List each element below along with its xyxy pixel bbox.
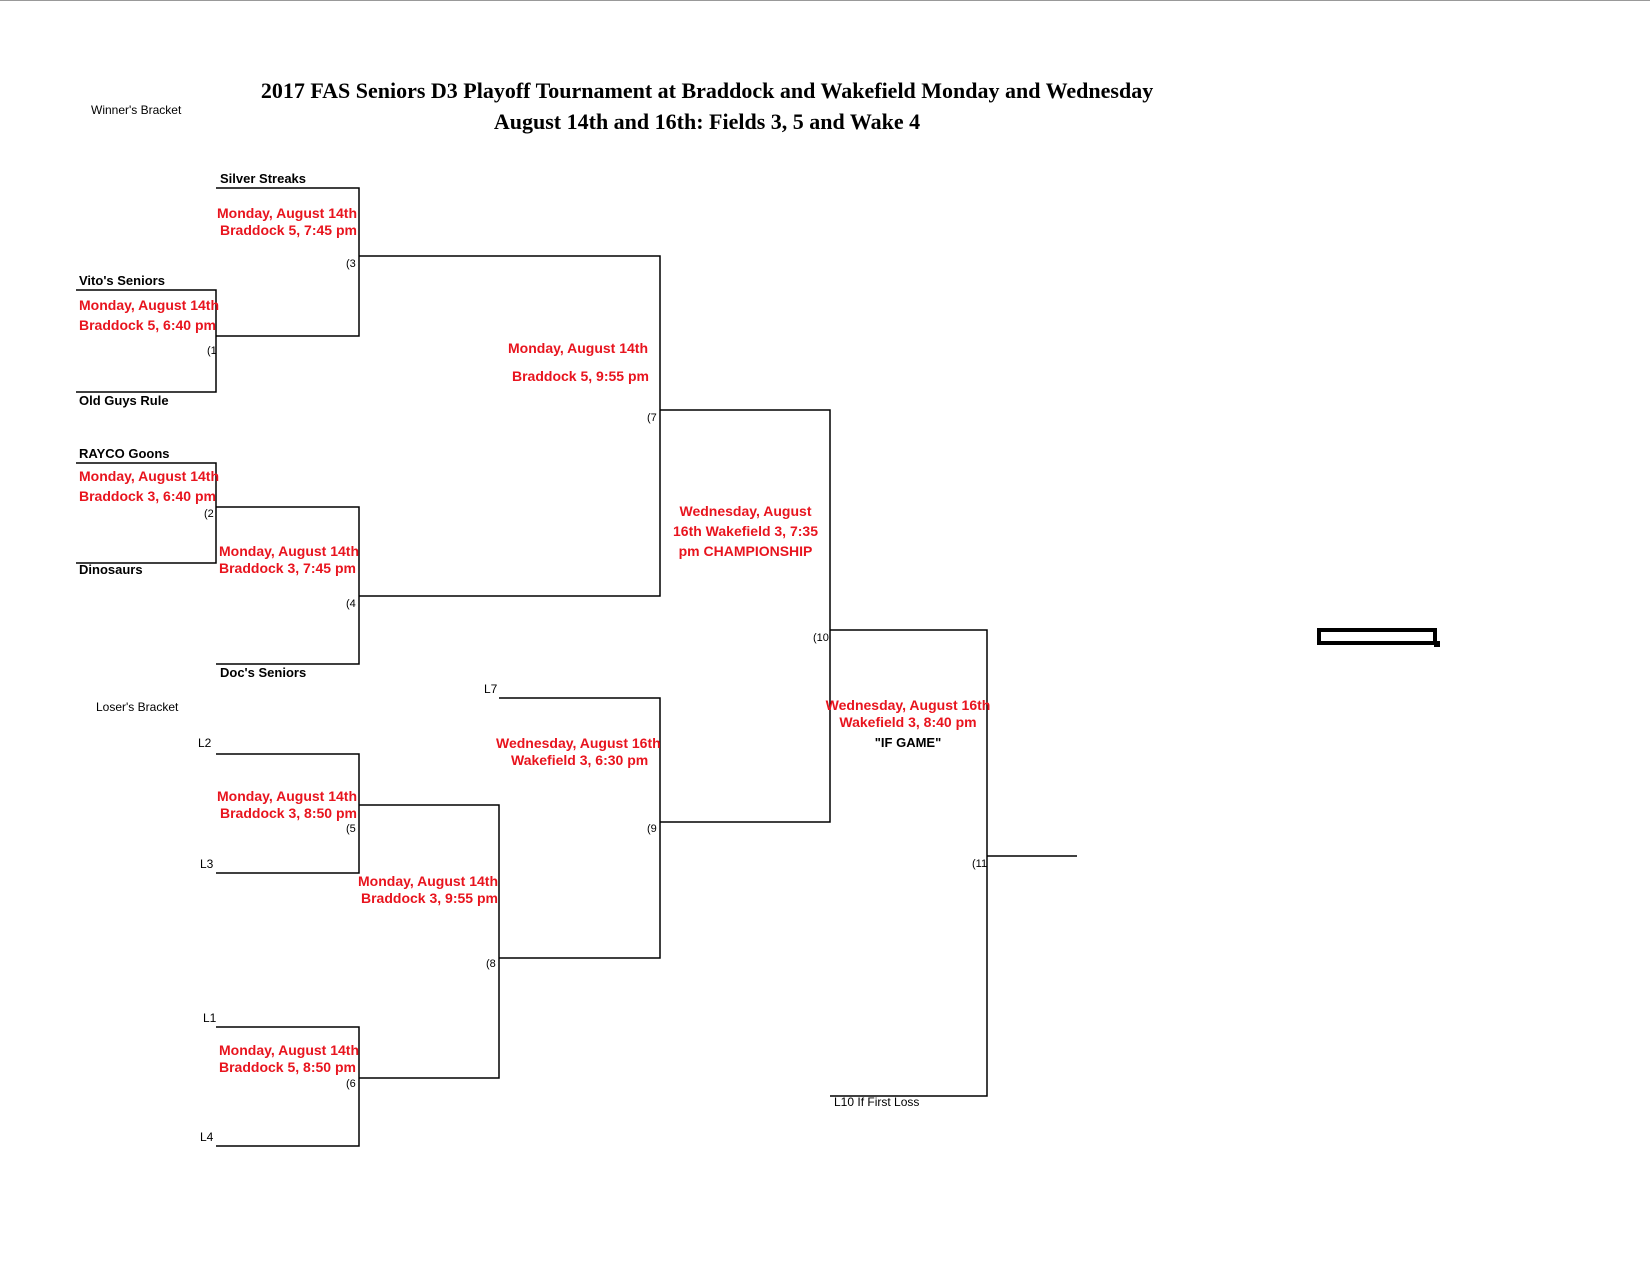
game-7-field: Braddock 5, 9:55 pm [512,368,649,384]
game-1-bracket [76,289,217,393]
game-4-number: (4 [346,598,356,610]
team-silver-streaks: Silver Streaks [220,171,307,186]
game-9-number: (9 [647,823,657,835]
game-9-field: Wakefield 3, 6:30 pm [511,752,649,768]
game-8-day: Monday, August 14th [358,873,498,889]
game-2-day: Monday, August 14th [79,468,219,484]
game-7-bracket [359,255,661,597]
game-6-number: (6 [346,1078,356,1090]
game-3-number: (3 [346,258,356,270]
game-10-line-2: 16th Wakefield 3, 7:35 [673,523,818,539]
selection-handle[interactable] [1434,641,1440,647]
team-dinosaurs: Dinosaurs [79,562,143,577]
game-2-field: Braddock 3, 6:40 pm [79,488,216,504]
game-6-day: Monday, August 14th [219,1042,359,1058]
slot-l2: L2 [198,736,212,750]
game-9-bracket [499,697,661,959]
game-5-field: Braddock 3, 8:50 pm [220,805,357,821]
slot-l7: L7 [484,682,498,696]
game-8-field: Braddock 3, 9:55 pm [361,890,498,906]
slot-l4: L4 [200,1130,214,1144]
game-6-bracket [216,1026,360,1147]
slot-l10: L10 If First Loss [834,1095,920,1109]
slot-l3: L3 [200,857,214,871]
game-4-day: Monday, August 14th [219,543,359,559]
game-3-day: Monday, August 14th [217,205,357,221]
game-10-line-1: Wednesday, August [679,503,812,519]
game-5-number: (5 [346,823,356,835]
game-4-bracket [216,506,360,665]
slot-l1: L1 [203,1011,217,1025]
game-11-number: (11 [972,858,988,870]
game-3-field: Braddock 5, 7:45 pm [220,222,357,238]
game-4-field: Braddock 3, 7:45 pm [219,560,356,576]
game-11-field: Wakefield 3, 8:40 pm [839,714,977,730]
game-9-day: Wednesday, August 16th [496,735,661,751]
team-old-guys-rule: Old Guys Rule [79,393,169,408]
game-3-bracket [216,187,360,337]
game-10-bracket [660,409,831,823]
top-border [0,0,1650,1]
page-title: 2017 FAS Seniors D3 Playoff Tournament a… [260,78,1154,103]
game-7-day: Monday, August 14th [508,340,648,356]
game-6-field: Braddock 5, 8:50 pm [219,1059,356,1075]
team-docs-seniors: Doc's Seniors [220,665,307,680]
game-8-bracket [359,804,500,1079]
losers-bracket-label: Loser's Bracket [96,700,179,714]
team-vitos-seniors: Vito's Seniors [79,273,165,288]
team-rayco-goons: RAYCO Goons [79,446,170,461]
game-5-day: Monday, August 14th [217,788,357,804]
page-subtitle: August 14th and 16th: Fields 3, 5 and Wa… [493,109,921,134]
game-1-field: Braddock 5, 6:40 pm [79,317,216,333]
game-2-number: (2 [204,508,214,520]
game-1-day: Monday, August 14th [79,297,219,313]
game-10-line-3: pm CHAMPIONSHIP [678,543,813,559]
game-11-note: "IF GAME" [874,735,942,750]
game-8-number: (8 [486,958,496,970]
game-10-number: (10 [813,632,829,644]
winners-bracket-label: Winner's Bracket [91,103,182,117]
game-11-day: Wednesday, August 16th [825,697,991,713]
game-1-number: (1 [207,345,217,357]
selection-box[interactable] [1317,628,1437,645]
game-11-bracket [830,629,988,1097]
game-5-bracket [216,753,360,874]
game-7-number: (7 [647,412,657,424]
game-2-bracket [76,462,217,564]
